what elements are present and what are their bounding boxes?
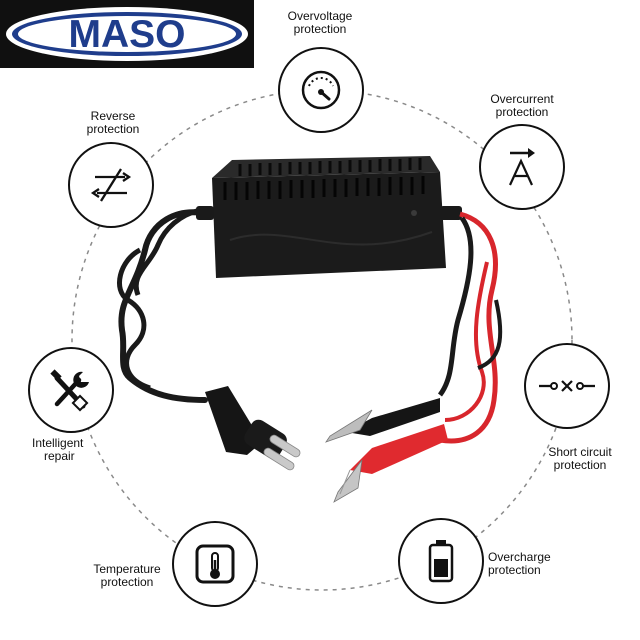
temperature-label: Temperature protection xyxy=(93,562,161,589)
reverse-polarity-icon xyxy=(90,168,132,202)
overcharge-label: Overcharge protection xyxy=(488,550,551,577)
red-alligator-clip xyxy=(333,424,448,503)
short-circuit-label: Short circuit protection xyxy=(548,445,612,472)
intelligent-repair-label: Intelligent repair xyxy=(32,436,84,463)
open-circuit-icon xyxy=(539,380,595,392)
red-output-cable xyxy=(439,211,498,444)
euro-plug xyxy=(205,386,301,471)
brand-name: MASO xyxy=(69,13,186,56)
black-output-cable xyxy=(437,216,474,397)
black-power-cable xyxy=(118,209,215,403)
brand-logo: MASO xyxy=(0,0,254,68)
temperature-circle xyxy=(172,521,258,607)
gauge-icon xyxy=(301,70,341,110)
intelligent-repair-circle xyxy=(28,347,114,433)
black-alligator-clip xyxy=(325,398,440,443)
reverse-label: Reverse protection xyxy=(86,109,140,136)
charger-body xyxy=(196,156,462,278)
tools-icon xyxy=(50,369,89,412)
battery-icon xyxy=(428,540,454,583)
overvoltage-label: Overvoltage protection xyxy=(287,9,353,36)
overcurrent-label: Overcurrent protection xyxy=(490,92,554,119)
overvoltage-circle xyxy=(278,47,364,133)
thermometer-icon xyxy=(195,544,235,584)
overcurrent-circle xyxy=(479,124,565,210)
overcharge-circle xyxy=(398,518,484,604)
reverse-circle xyxy=(68,142,154,228)
short-circuit-circle xyxy=(524,343,610,429)
ampere-icon xyxy=(509,148,535,186)
logo-emblem: MASO xyxy=(6,7,248,61)
